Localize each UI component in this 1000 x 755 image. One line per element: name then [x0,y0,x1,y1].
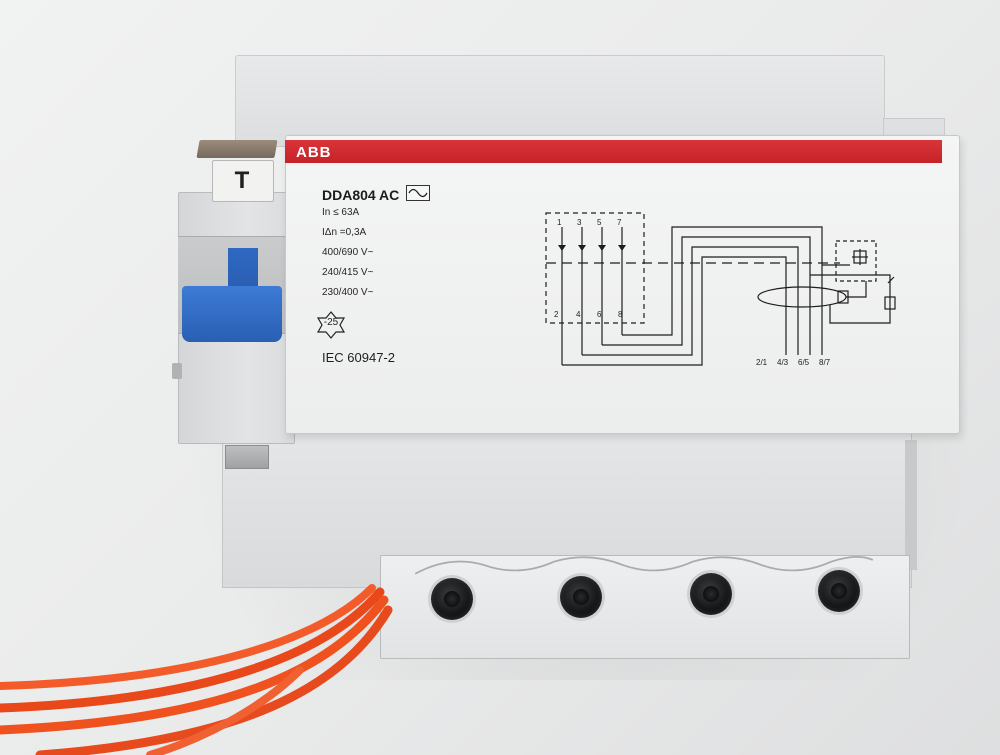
schematic-terminal-bottom: 6 [597,310,602,319]
lever-slot [228,248,258,288]
schematic-terminal-top: 1 [557,218,562,227]
schematic-output-terminal: 8/7 [819,358,831,367]
temperature-badge-icon [316,311,346,339]
terminal-screw[interactable] [560,576,602,618]
schematic-terminal-bottom: 2 [554,310,559,319]
toggle-lever[interactable] [182,286,282,342]
side-pin [172,363,182,379]
test-button[interactable] [212,160,274,202]
device-lower-side [905,440,917,570]
wiring-schematic [545,212,896,366]
model-name: DDA804 AC [322,187,400,203]
orange-cables [0,584,393,755]
schematic-terminal-bottom: 4 [576,310,581,319]
terminal-screw[interactable] [431,578,473,620]
test-button-label: T [234,167,250,194]
abb-logo: ABB [296,144,332,161]
test-module-clip [196,140,278,158]
schematic-terminal-top: 5 [597,218,602,227]
din-rail-latch[interactable] [225,445,269,469]
terminal-screw[interactable] [818,570,860,612]
voltage-rating: 240/415 V~ [322,267,374,278]
voltage-rating: 400/690 V~ [322,247,374,258]
temperature-badge: -25 [323,317,339,328]
schematic-output-terminal: 6/5 [798,358,810,367]
schematic-terminal-top: 7 [617,218,622,227]
residual-current: IΔn =0,3A [322,227,367,238]
terminal-screw[interactable] [690,573,732,615]
schematic-terminal-top: 3 [577,218,582,227]
sine-wave-icon [406,185,430,201]
schematic-output-terminal: 4/3 [777,358,789,367]
rated-current: In ≤ 63A [322,207,360,218]
schematic-terminal-bottom: 8 [618,310,623,319]
voltage-rating: 230/400 V~ [322,287,374,298]
schematic-output-terminal: 2/1 [756,358,768,367]
brand-stripe [285,140,942,163]
standard-code: IEC 60947-2 [322,350,395,365]
terminal-ridge [414,556,874,575]
device-rear-housing [235,55,885,147]
